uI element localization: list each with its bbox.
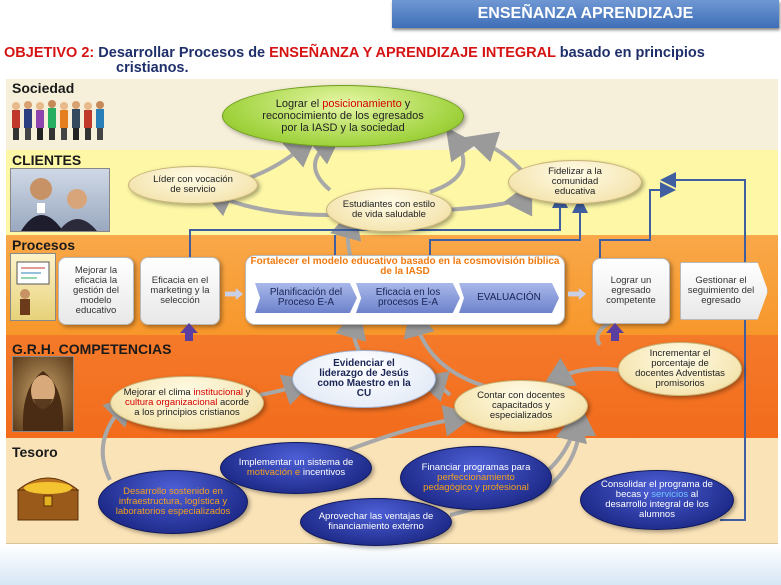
desarrollo-infraestructura-text: Desarrollo sostenido en infraestructura,… <box>115 486 231 517</box>
becas-text-b: al desarrollo integral de los alumnos <box>605 489 709 520</box>
footer-band <box>0 545 781 585</box>
page-title: ENSEÑANZA APRENDIZAJE <box>392 0 779 28</box>
financiar-text-a: Financiar programas para <box>421 462 531 473</box>
goal-text-l2: reconocimiento de los egresados <box>262 110 424 122</box>
financiamiento-externo-oval: Aprovechar las ventajas de financiamient… <box>300 498 452 546</box>
goal-text-l3: por la IASD y la sociedad <box>281 122 405 134</box>
motivacion-text-a: Implementar un sistema de <box>238 457 354 468</box>
evidenciar-liderazgo-text: Evidenciar el liderazgo de Jesús como Ma… <box>317 358 411 399</box>
label-grh: G.R.H. COMPETENCIAS <box>12 341 172 357</box>
goal-positioning-oval: Lograr el posicionamiento y reconocimien… <box>222 85 464 147</box>
docentes-capacitados-text: Contar con docentes capacitados y especi… <box>477 390 565 421</box>
financiar-programas-text: Financiar programas para perfeccionamien… <box>401 463 551 493</box>
seguimiento-egresado-box: Gestionar el seguimiento del egresado <box>680 262 768 320</box>
financiar-text-hl: perfeccionamiento pedagógico y profesion… <box>423 472 529 493</box>
estudiantes-saludable-oval: Estudiantes con estilo de vida saludable <box>326 188 452 232</box>
goal-text-highlight: posicionamiento <box>322 98 402 110</box>
fidelizar-text: Fidelizar a la comunidad educativa <box>548 166 602 197</box>
planificacion-chevron: Planificación del Proceso E-A <box>255 283 357 313</box>
goal-text-l1b: y <box>401 98 411 110</box>
seguimiento-egresado-text: Gestionar el seguimiento del egresado <box>687 275 755 306</box>
egresado-competente-box: Lograr un egresado competente <box>592 258 670 324</box>
purple-up-arrow-icon <box>180 323 198 341</box>
egresado-competente-text: Lograr un egresado competente <box>606 275 656 306</box>
motivacion-text-b: incentivos <box>300 467 346 478</box>
evidenciar-liderazgo-oval: Evidenciar el liderazgo de Jesús como Ma… <box>292 350 436 408</box>
programa-becas-text: Consolidar el programa de becas y servic… <box>581 480 733 520</box>
becas-text-a: Consolidar el programa de becas y <box>601 479 713 500</box>
financiamiento-externo-text: Aprovechar las ventajas de financiamient… <box>318 511 434 532</box>
people-group-icon <box>8 96 112 144</box>
evaluacion-chevron: EVALUACIÓN <box>459 283 559 313</box>
evaluacion-text: EVALUACIÓN <box>477 292 541 303</box>
objective-highlight: ENSEÑANZA Y APRENDIZAJE INTEGRAL <box>269 45 556 61</box>
label-clientes: CLIENTES <box>12 152 82 168</box>
purple-up-arrow-icon <box>606 323 624 341</box>
clima-institucional-text: Mejorar el clima institucional y cultura… <box>111 388 263 418</box>
clima-text-c: acorde a los principios cristianos <box>134 397 250 418</box>
objective-text-b: basado en principios <box>555 45 705 61</box>
page-title-text: ENSEÑANZA APRENDIZAJE <box>477 5 694 22</box>
process-flow-icon <box>10 253 56 321</box>
financiar-programas-oval: Financiar programas para perfeccionamien… <box>400 446 552 510</box>
marketing-seleccion-box: Eficacia en el marketing y la selección <box>140 257 220 325</box>
planificacion-text: Planificación del Proceso E-A <box>269 287 343 308</box>
motivacion-text-hl: motivación e <box>246 467 301 478</box>
clima-text-b: y <box>242 387 251 398</box>
goal-positioning-text: Lograr el posicionamiento y reconocimien… <box>262 98 423 134</box>
objective-line2: cristianos. <box>116 60 189 76</box>
lider-vocacion-oval: Líder con vocación de servicio <box>128 166 258 204</box>
sistema-motivacion-oval: Implementar un sistema de motivación e i… <box>220 442 372 494</box>
sistema-motivacion-text: Implementar un sistema de motivación e i… <box>221 458 371 478</box>
marketing-seleccion-text: Eficacia en el marketing y la selección <box>150 275 210 306</box>
objective-prefix: OBJETIVO 2: <box>4 45 95 61</box>
fidelizar-oval: Fidelizar a la comunidad educativa <box>508 160 642 204</box>
goal-text-l1: Lograr el <box>275 98 323 110</box>
lider-vocacion-text: Líder con vocación de servicio <box>153 174 233 195</box>
objective-statement: OBJETIVO 2: Desarrollar Procesos de ENSE… <box>4 46 776 76</box>
label-tesoro: Tesoro <box>12 444 58 460</box>
eficacia-ea-chevron: Eficacia en los procesos E-A <box>356 283 460 313</box>
jesus-portrait-icon <box>12 356 74 432</box>
clima-institucional-oval: Mejorar el clima institucional y cultura… <box>110 376 264 430</box>
eficacia-ea-text: Eficacia en los procesos E-A <box>375 287 441 308</box>
mejorar-eficacia-text: Mejorar la eficacia la gestión del model… <box>73 265 119 316</box>
programa-becas-oval: Consolidar el programa de becas y servic… <box>580 470 734 530</box>
desarrollo-infraestructura-oval: Desarrollo sostenido en infraestructura,… <box>98 470 248 534</box>
modelo-educativo-title: Fortalecer el modelo educativo basado en… <box>250 256 560 277</box>
clima-text-hl1: institucional <box>193 387 243 398</box>
objective-text-a: Desarrollar Procesos de <box>94 45 270 61</box>
mejorar-eficacia-box: Mejorar la eficacia la gestión del model… <box>58 257 134 325</box>
label-sociedad: Sociedad <box>12 80 75 96</box>
estudiantes-saludable-text: Estudiantes con estilo de vida saludable <box>342 199 436 220</box>
clima-text-hl2: cultura organizacional <box>124 397 218 408</box>
clima-text-a: Mejorar el clima <box>123 387 194 398</box>
docentes-capacitados-oval: Contar con docentes capacitados y especi… <box>454 380 588 432</box>
docentes-adventistas-oval: Incrementar el porcentaje de docentes Ad… <box>618 342 742 396</box>
becas-text-hl: servicios <box>651 489 689 500</box>
docentes-adventistas-text: Incrementar el porcentaje de docentes Ad… <box>635 348 725 389</box>
treasure-chest-icon <box>12 464 84 524</box>
label-procesos: Procesos <box>12 237 76 253</box>
business-people-icon <box>10 168 110 232</box>
